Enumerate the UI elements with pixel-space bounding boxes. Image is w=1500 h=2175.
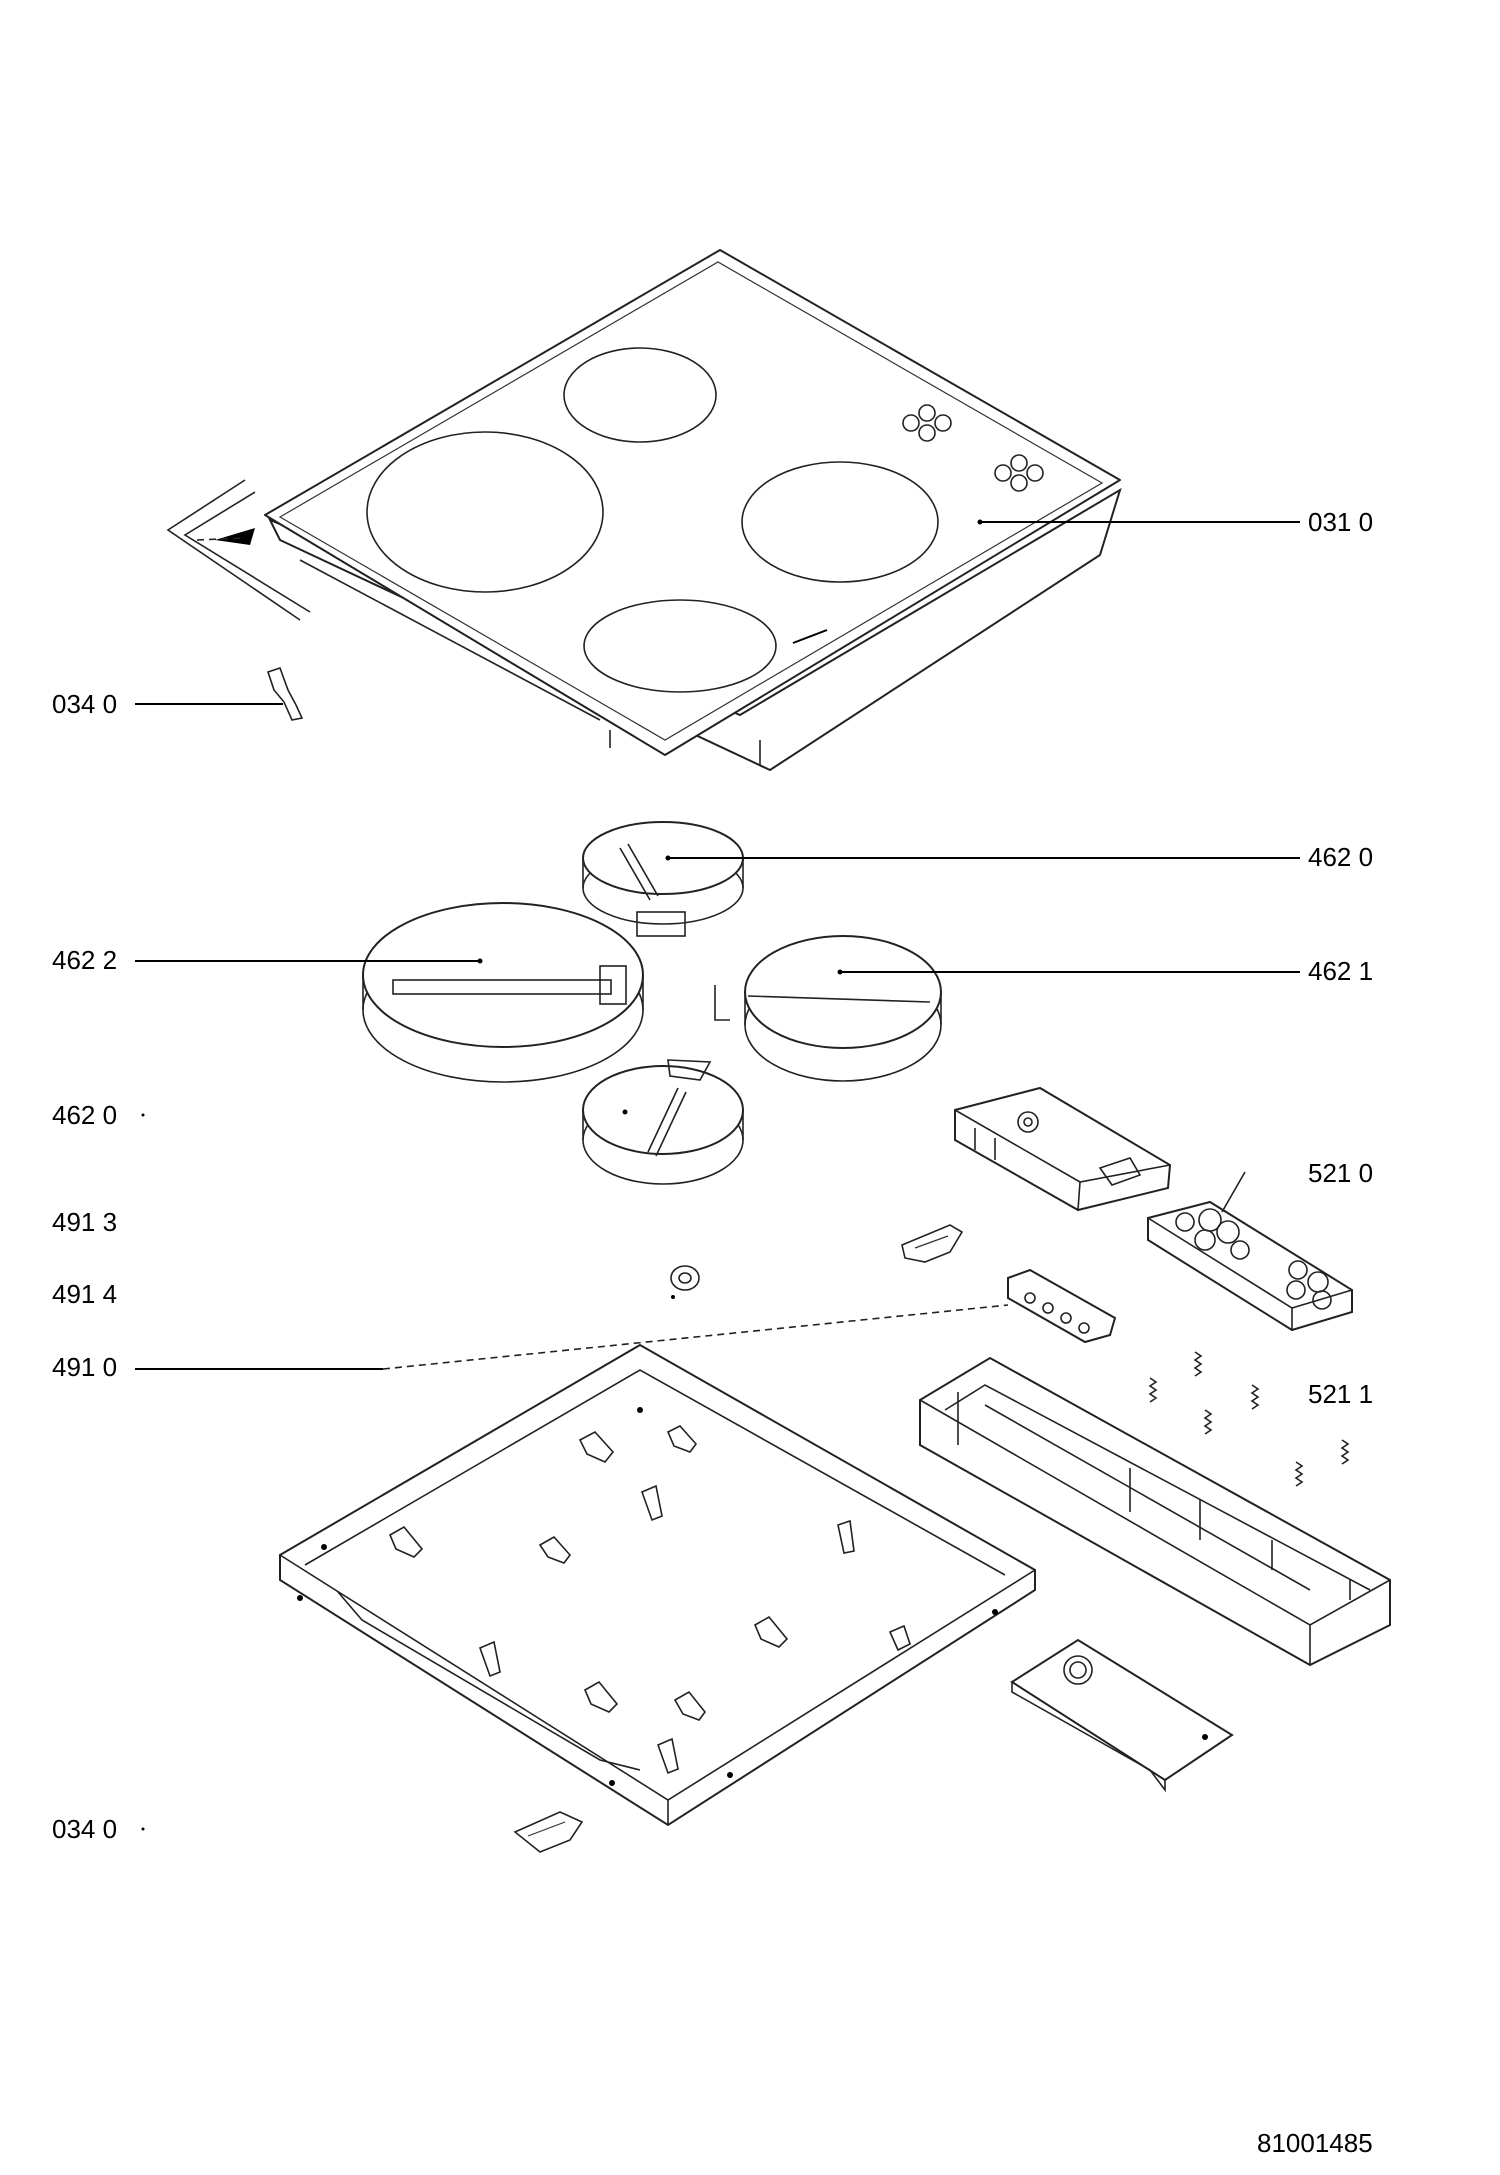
leader-lines — [135, 519, 1300, 1831]
heating-element-right — [714, 935, 942, 1082]
label-element-rear: 462 0 — [1308, 842, 1373, 872]
cover-plate — [1010, 1638, 1234, 1793]
label-element-front: 462 0 — [52, 1100, 117, 1130]
heating-element-left — [362, 902, 644, 1083]
heating-element-front — [582, 1059, 744, 1185]
label-connector-b: 491 4 — [52, 1279, 117, 1309]
knob-springs — [1148, 1351, 1350, 1487]
fixing-clip-top — [266, 666, 304, 721]
label-control-housing: 521 0 — [1308, 1158, 1373, 1188]
label-element-left: 462 2 — [52, 945, 117, 975]
cable-grommet — [670, 1265, 700, 1299]
label-hob-top: 031 0 — [1308, 507, 1373, 537]
connector-clip — [901, 1224, 964, 1263]
control-knob-board — [1147, 1171, 1353, 1332]
terminal-block — [1007, 1268, 1117, 1344]
heating-element-rear — [582, 821, 744, 937]
control-tray — [919, 1356, 1391, 1667]
label-knob-springs: 521 1 — [1308, 1379, 1373, 1409]
glass-hob-top — [166, 249, 1122, 772]
label-clip-bottom: 034 0 — [52, 1814, 117, 1844]
label-clip-top: 034 0 — [52, 689, 117, 719]
fixing-clip-bottom — [513, 1811, 584, 1853]
control-housing — [954, 1086, 1172, 1212]
label-terminal-block: 491 0 — [52, 1352, 117, 1382]
bottom-tray — [279, 1343, 1036, 1827]
label-connector-a: 491 3 — [52, 1207, 117, 1237]
drawing-number: 81001485 — [1257, 2128, 1373, 2158]
label-element-right: 462 1 — [1308, 956, 1373, 986]
